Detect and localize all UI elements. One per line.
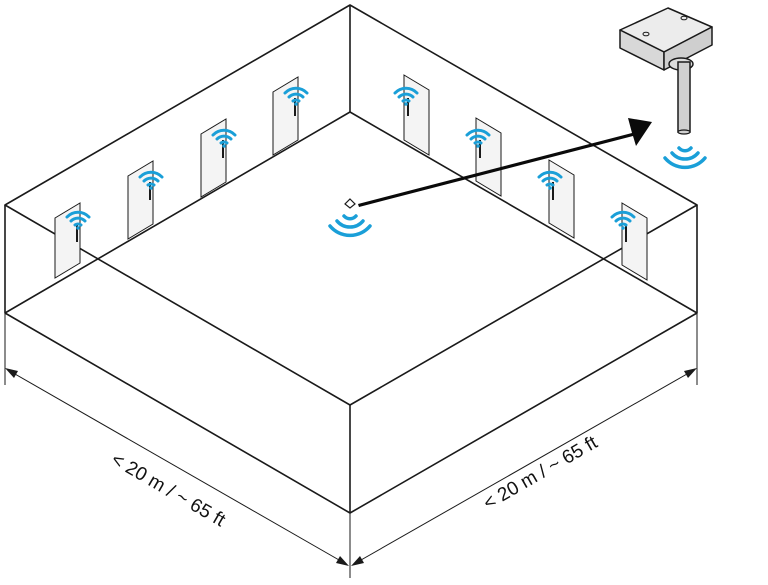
wifi-icon: [663, 146, 707, 170]
wifi-icon: [328, 214, 372, 238]
dimension-line-right: [353, 369, 695, 565]
dimension-arrowhead: [5, 368, 18, 378]
dimension-arrowhead: [336, 556, 349, 566]
arrow-icon: [358, 118, 652, 207]
dimension-lines: < 20 m / ~ 65 ft < 20 m / ~ 65 ft: [4, 313, 698, 578]
wifi-icon: [65, 210, 91, 230]
wifi-icon: [465, 128, 491, 148]
central-node: [328, 198, 372, 238]
dimension-line-left: [7, 369, 347, 565]
dimension-label-right: < 20 m / ~ 65 ft: [480, 432, 602, 514]
wifi-icon: [610, 210, 636, 230]
wifi-icon: [283, 86, 309, 106]
gateway-icon: [619, 7, 713, 170]
wifi-icon: [393, 86, 419, 106]
wifi-icon: [138, 170, 164, 190]
doors: [54, 74, 648, 281]
wifi-icon: [211, 128, 237, 148]
wifi-icon: [537, 170, 563, 190]
node-marker-icon: [344, 198, 356, 209]
dimension-arrowhead: [684, 368, 697, 378]
dimension-arrowhead: [351, 556, 364, 566]
wifi-signals: [65, 86, 636, 230]
door-icon: [54, 202, 81, 279]
door-icon: [621, 202, 648, 281]
room-floor-back-edges: [4, 111, 698, 314]
